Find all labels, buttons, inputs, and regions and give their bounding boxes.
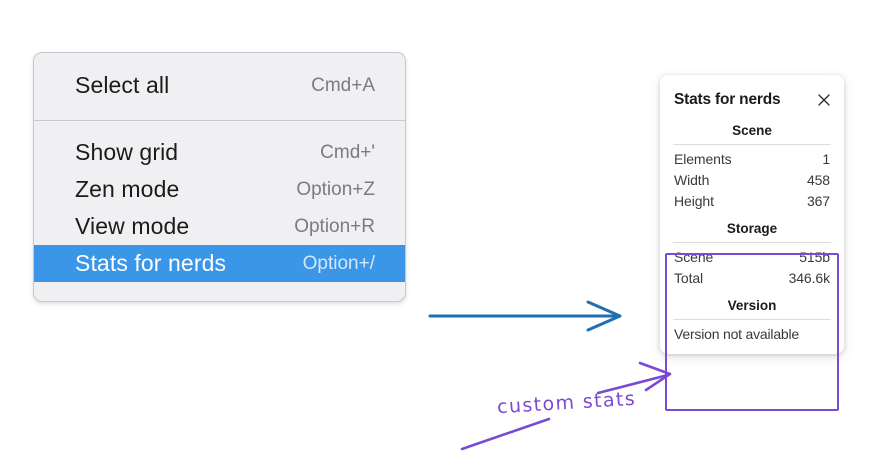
purple-underline-stroke [460,417,551,451]
menu-footer-spacer [34,282,405,301]
menu-item-shortcut: Option+R [294,215,375,237]
menu-item-show-grid[interactable]: Show grid Cmd+' [34,134,405,171]
stat-value: 1 [822,150,830,167]
menu-item-view-mode[interactable]: View mode Option+R [34,208,405,245]
menu-item-label: View mode [75,213,190,239]
stat-value: 458 [806,171,830,188]
menu-item-label: Show grid [75,139,179,165]
section-divider [673,319,831,320]
stat-key: Total [674,269,704,286]
stat-key: Elements [674,150,732,167]
context-menu-group-1: Select all Cmd+A [34,53,405,121]
section-title-scene: Scene [732,123,772,138]
section-title-storage: Storage [726,221,778,236]
menu-item-label: Select all [75,72,170,98]
stat-key: Width [674,171,710,188]
menu-item-shortcut: Option+Z [296,178,375,200]
context-menu-group-2: Show grid Cmd+' Zen mode Option+Z View m… [34,121,405,301]
version-text: Version not available [674,326,799,342]
section-divider [673,242,831,243]
stat-value: 515b [799,248,830,265]
menu-item-stats-for-nerds[interactable]: Stats for nerds Option+/ [34,245,405,282]
menu-item-zen-mode[interactable]: Zen mode Option+Z [34,171,405,208]
menu-item-shortcut: Cmd+' [320,141,375,163]
handwriting-annotation-label: custom stats [496,387,637,419]
section-title-version: Version [727,298,777,313]
stat-row: Elements 1 [660,148,844,169]
panel-header: Stats for nerds [660,87,844,113]
stat-key: Scene [674,248,714,265]
section-divider [673,144,831,145]
canvas-context-menu[interactable]: Select all Cmd+A Show grid Cmd+' Zen mod… [33,52,406,302]
panel-title: Stats for nerds [674,91,781,108]
menu-item-select-all[interactable]: Select all Cmd+A [34,67,405,104]
stat-row: Scene 515b [660,246,844,267]
stat-value: 346.6k [788,269,831,286]
menu-item-label: Zen mode [75,176,180,202]
stat-row: Height 367 [660,190,844,211]
menu-item-shortcut: Option+/ [302,252,375,274]
stat-row: Total 346.6k [660,267,844,288]
close-icon[interactable] [816,92,832,108]
stat-row: Width 458 [660,169,844,190]
stats-for-nerds-panel: Stats for nerds Scene Elements 1 Width 4… [660,75,844,354]
stat-value: 367 [806,192,830,209]
stat-key: Height [674,192,714,209]
menu-item-label: Stats for nerds [75,250,227,276]
menu-item-shortcut: Cmd+A [311,74,375,96]
blue-arrow-menu-to-panel [428,300,622,332]
